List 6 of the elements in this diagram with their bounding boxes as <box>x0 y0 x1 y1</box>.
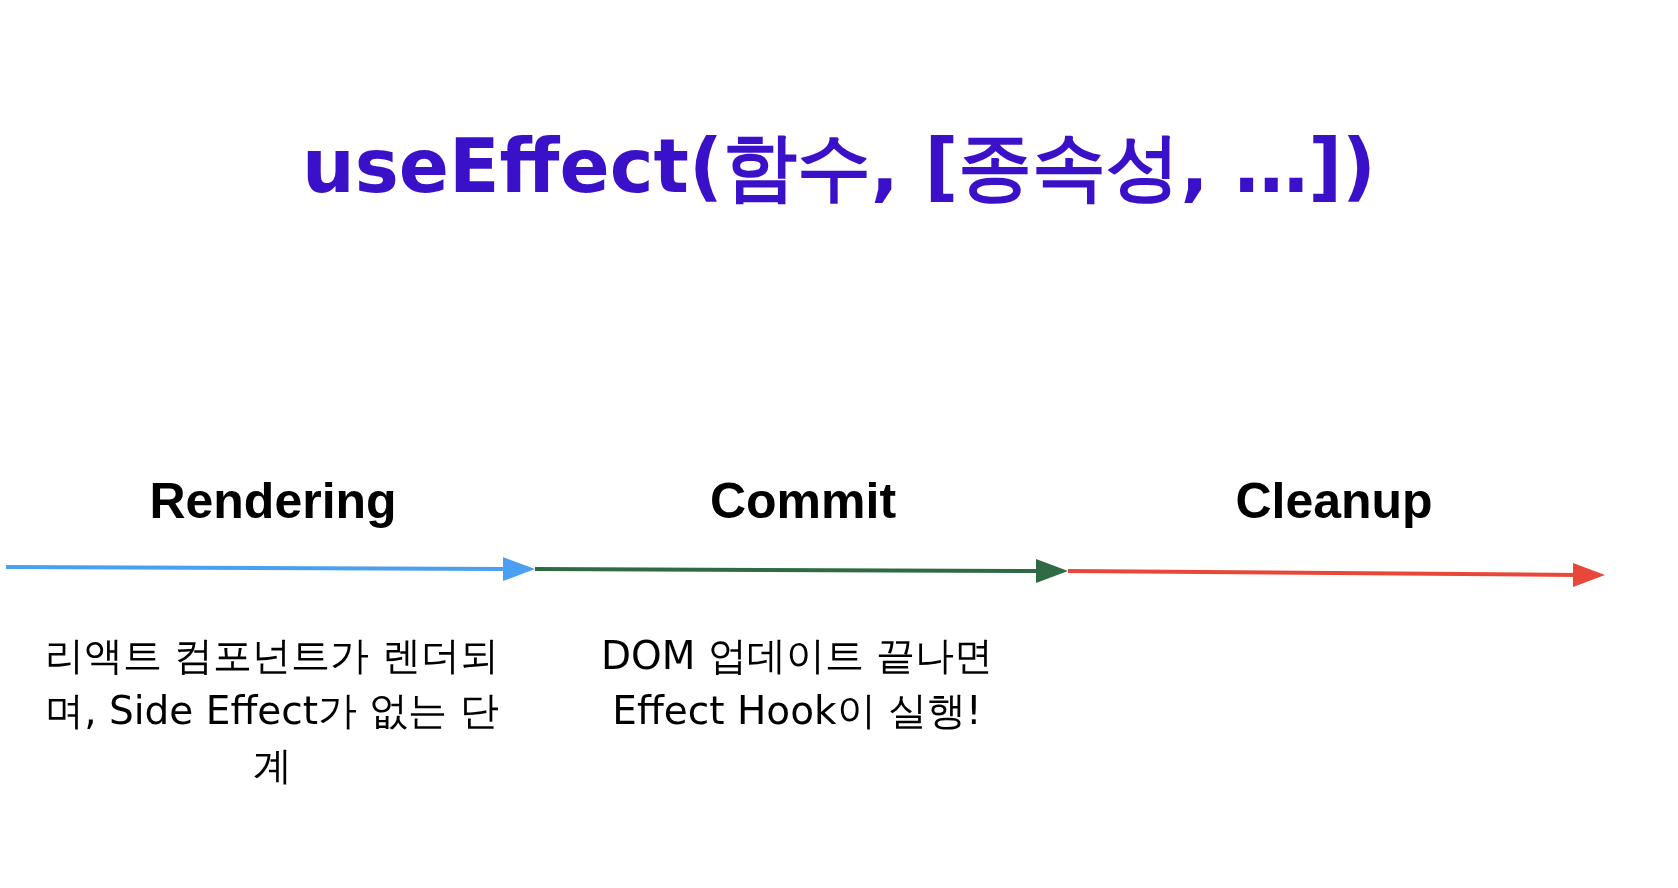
title: useEffect(함수, [종속성, …]) <box>301 122 1377 211</box>
phase-description: DOM 업데이트 끝나면 Effect Hook이 실행! <box>599 632 995 735</box>
phase-label: Cleanup <box>1234 472 1434 530</box>
phase-label: Commit <box>708 472 898 530</box>
phase-label: Rendering <box>148 472 398 530</box>
phase-description: 리액트 컴포넌트가 렌더되며, Side Effect가 없는 단계 <box>44 632 500 790</box>
